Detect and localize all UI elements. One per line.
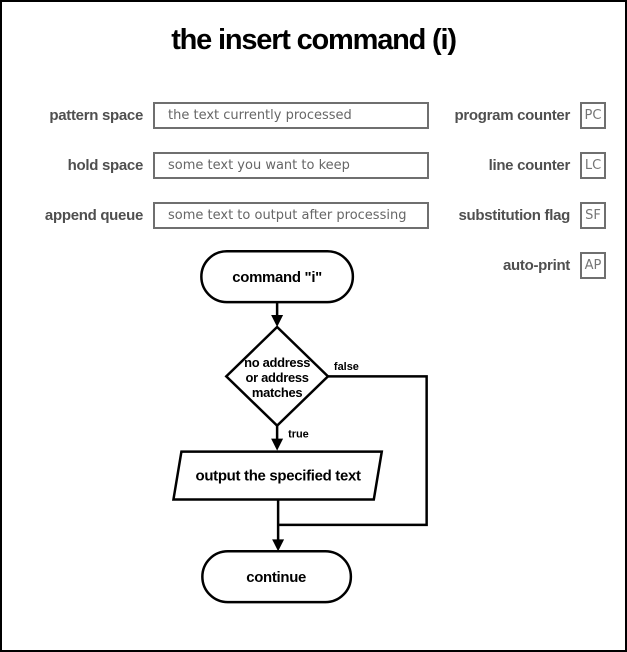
append-queue-label: append queue	[44, 207, 143, 224]
false-branch-label: false	[334, 361, 359, 373]
substitution-flag-label: substitution flag	[458, 207, 570, 224]
pattern-space-label: pattern space	[49, 107, 143, 124]
hold-space-box: some text you want to keep	[153, 152, 429, 179]
process-label: output the specified text	[196, 468, 361, 485]
program-counter-label: program counter	[454, 107, 570, 124]
line-counter-label: line counter	[488, 157, 571, 174]
false-branch-line	[279, 375, 428, 527]
auto-print-box: AP	[580, 252, 606, 279]
pattern-space-box: the text currently processed	[153, 102, 429, 129]
end-node	[201, 550, 353, 604]
decision-label-line2: or address	[246, 370, 309, 385]
true-branch-label: true	[288, 429, 309, 441]
page-title: the insert command (i)	[171, 24, 457, 56]
end-node-label: continue	[246, 569, 306, 586]
decision-diamond	[224, 325, 330, 428]
arrow-down-icon	[272, 539, 285, 552]
substitution-flag-box: SF	[580, 202, 606, 229]
hold-space-label: hold space	[67, 157, 144, 174]
arrow-down-icon	[271, 315, 284, 327]
start-node	[200, 249, 355, 304]
program-counter-box: PC	[580, 102, 606, 129]
start-node-label: command "i"	[232, 269, 322, 286]
process-parallelogram	[171, 450, 384, 501]
decision-label-line1: no address	[244, 355, 310, 370]
line-counter-box: LC	[580, 152, 606, 179]
decision-label-line3: matches	[252, 385, 303, 400]
auto-print-label: auto-print	[503, 257, 570, 274]
append-queue-box: some text to output after processing	[153, 202, 429, 229]
arrow-down-icon	[271, 438, 284, 451]
